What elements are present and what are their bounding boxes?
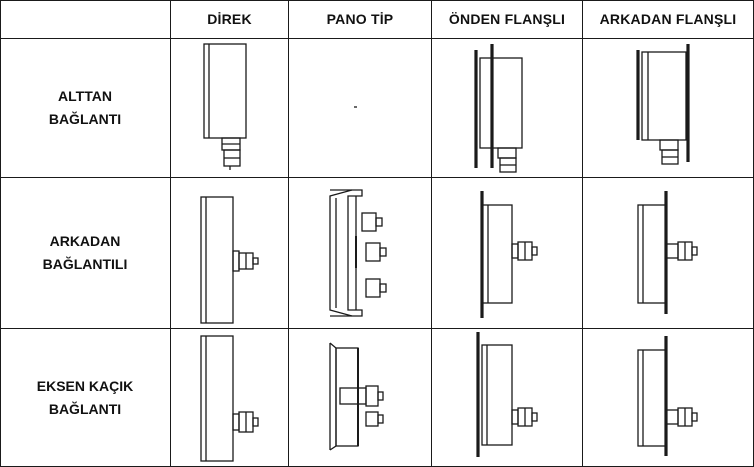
gauge-rear-flange-rear bbox=[637, 191, 698, 314]
table-header-divider bbox=[0, 38, 754, 39]
header-onden-flansli: ÖNDEN FLANŞLI bbox=[448, 11, 566, 27]
gauge-panel-rear bbox=[329, 189, 387, 317]
row-label-line: BAĞLANTILI bbox=[42, 256, 128, 272]
row-label-alttan-baglanti: ALTTAN BAĞLANTI bbox=[0, 39, 170, 177]
gauge-direct-offset bbox=[200, 335, 259, 462]
table-row-divider bbox=[0, 328, 754, 329]
header-arkadan-flansli: ARKADAN FLANŞLI bbox=[599, 11, 737, 27]
row-label-line: ARKADAN bbox=[49, 233, 121, 249]
row-label-line: BAĞLANTI bbox=[48, 400, 122, 417]
gauge-rear-flange-offset bbox=[637, 336, 698, 456]
gauge-front-flange-rear bbox=[480, 191, 538, 318]
gauge-front-flange-offset bbox=[476, 332, 538, 457]
table-col-divider bbox=[582, 0, 583, 467]
gauge-direct-rear bbox=[200, 196, 259, 324]
table-col-divider bbox=[431, 0, 432, 467]
table-border-left bbox=[0, 0, 1, 467]
row-label-arkadan-baglantili: ARKADAN BAĞLANTILI bbox=[0, 178, 170, 328]
gauge-direct-bottom bbox=[203, 43, 247, 170]
gauge-rear-flange-bottom bbox=[636, 44, 690, 165]
row-label-line: BAĞLANTI bbox=[48, 111, 122, 127]
table-border-top bbox=[0, 0, 754, 1]
table-col-divider bbox=[288, 0, 289, 467]
table-row-divider bbox=[0, 177, 754, 178]
table-col-divider bbox=[170, 0, 171, 467]
header-direk: DİREK bbox=[207, 11, 252, 27]
row-label-line: ALTTAN bbox=[58, 88, 112, 104]
row-label-line: EKSEN KAÇIK bbox=[36, 377, 134, 394]
header-pano-tip: PANO TİP bbox=[326, 11, 394, 27]
row-label-eksen-kacik-baglanti: EKSEN KAÇIK BAĞLANTI bbox=[0, 329, 170, 466]
gauge-front-flange-bottom bbox=[474, 44, 523, 173]
gauge-panel-offset bbox=[329, 342, 384, 451]
